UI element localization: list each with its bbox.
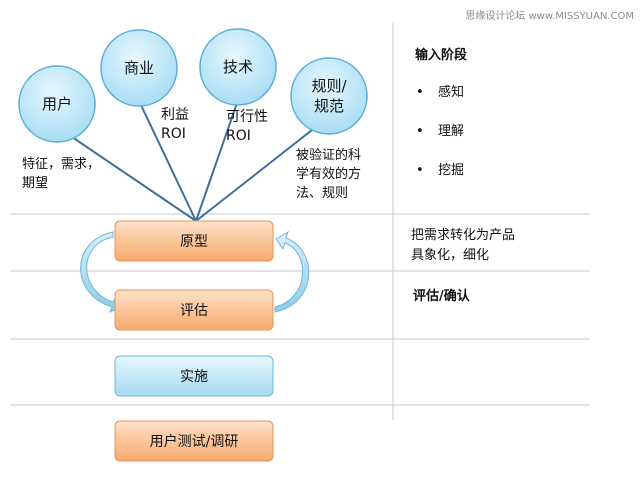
source-circle-tech <box>199 28 277 106</box>
source-note-rules: 被验证的科 学有效的方 法、规则 <box>296 148 362 201</box>
connector-tech <box>195 102 238 222</box>
source-note-user: 特征，需求， 期望 <box>22 157 101 191</box>
evaluate-stage-note: 评估/确认 <box>413 289 470 304</box>
watermark: 思缘设计论坛 www.MISSYUAN.COM <box>465 11 634 22</box>
input-stage-item: 挖掘 <box>416 161 464 181</box>
input-stage-list: 感知 理解 挖掘 <box>416 64 464 200</box>
connector-business <box>139 102 197 222</box>
source-circle-rules <box>290 57 368 135</box>
source-circle-business <box>100 29 178 107</box>
source-note-tech: 可行性 ROI <box>226 109 268 144</box>
connector-user <box>71 136 197 222</box>
step-box-prototype <box>114 220 274 262</box>
input-stage-title: 输入阶段 <box>415 48 468 63</box>
prototype-stage-note: 把需求转化为产品 具象化，细化 <box>411 228 516 263</box>
cycle-arrow-right <box>274 230 310 313</box>
step-box-evaluate <box>114 289 274 331</box>
cycle-arrow-left <box>80 231 123 313</box>
source-note-business: 利益 ROI <box>161 107 189 142</box>
input-stage-item: 理解 <box>416 122 464 142</box>
source-circle-user <box>18 65 96 143</box>
connector-rules <box>195 129 313 222</box>
step-box-implement <box>114 355 274 397</box>
input-stage-item: 感知 <box>416 83 464 103</box>
step-box-usertest <box>114 420 274 462</box>
